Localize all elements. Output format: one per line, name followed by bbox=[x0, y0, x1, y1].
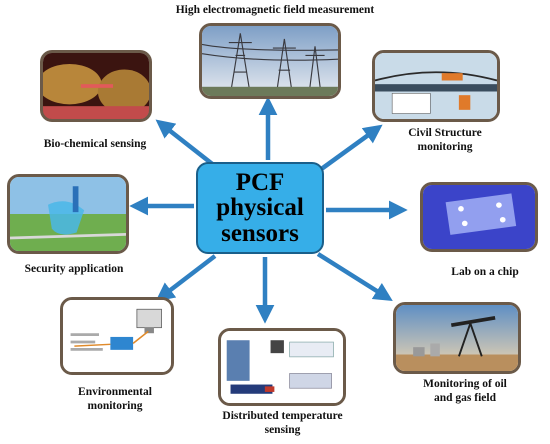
image-oil-gas bbox=[393, 302, 521, 374]
label-civil-line2: monitoring bbox=[417, 140, 473, 153]
arrow-up-right bbox=[318, 124, 383, 172]
label-dts: Distributed temperature sensing bbox=[200, 410, 365, 438]
image-power-lines bbox=[199, 23, 341, 99]
arrow-down-left bbox=[155, 254, 217, 302]
image-environmental bbox=[60, 297, 174, 375]
label-oil-gas: Monitoring of oil and gas field bbox=[400, 378, 530, 406]
label-civil: Civil Structure monitoring bbox=[380, 127, 510, 155]
arrow-down-right bbox=[316, 252, 393, 302]
center-title-line1: PCF bbox=[235, 168, 285, 196]
image-bridge bbox=[372, 50, 500, 122]
image-lab-on-chip bbox=[420, 182, 538, 252]
label-environmental: Environmental monitoring bbox=[50, 386, 180, 414]
label-lab: Lab on a chip bbox=[451, 266, 519, 278]
label-emf: High electromagnetic field measurement bbox=[175, 4, 375, 16]
label-env-line2: monitoring bbox=[87, 399, 143, 412]
center-title-line3: sensors bbox=[221, 219, 299, 247]
label-dts-line1: Distributed temperature bbox=[222, 410, 343, 422]
image-distributed-temperature bbox=[218, 328, 346, 406]
image-security bbox=[7, 174, 129, 254]
label-oil-line1: Monitoring of oil bbox=[423, 378, 507, 390]
label-security: Security application bbox=[24, 263, 124, 275]
label-oil-line2: and gas field bbox=[434, 391, 496, 404]
label-dts-line2: sensing bbox=[264, 423, 301, 436]
label-env-line1: Environmental bbox=[78, 386, 152, 398]
label-bio: Bio-chemical sensing bbox=[43, 138, 147, 150]
image-bio-chemical bbox=[40, 50, 152, 122]
center-title-line2: physical bbox=[216, 194, 304, 222]
label-civil-line1: Civil Structure bbox=[408, 127, 482, 139]
center-node-pcf-sensors: PCF physical sensors bbox=[196, 162, 324, 254]
